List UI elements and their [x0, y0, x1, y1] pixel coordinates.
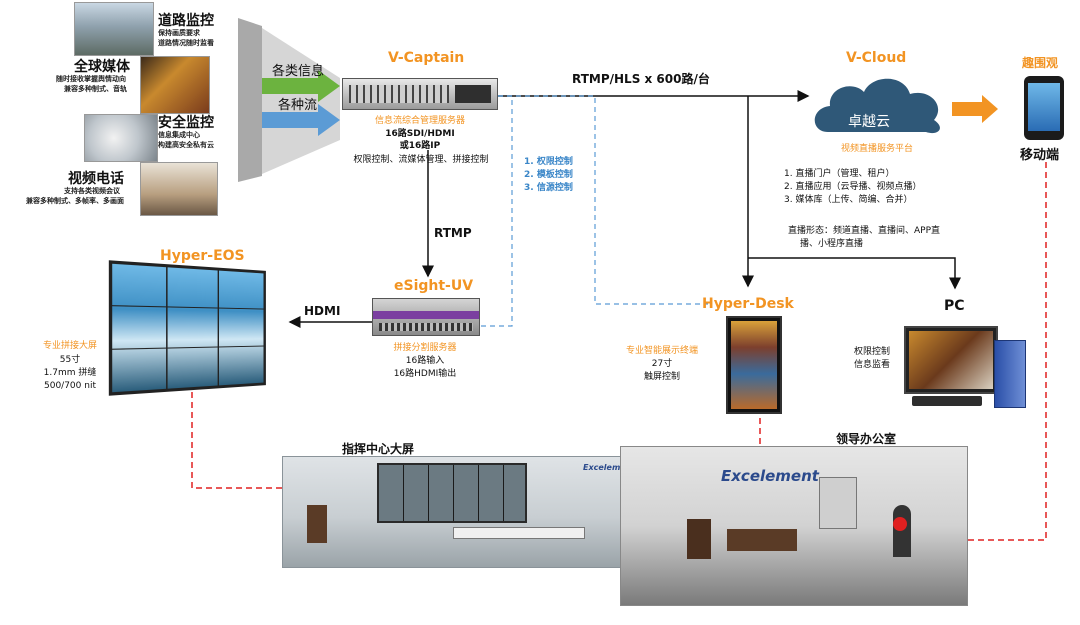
hypereos-subtitle: 专业拼接大屏 [42, 341, 97, 351]
cloud-text: 卓越云 [848, 114, 890, 130]
office-shelf [687, 519, 711, 559]
hyperdesk-title: Hyper-Desk [702, 296, 794, 312]
rtmp-label: RTMP [434, 226, 472, 240]
source-title-media: 全球媒体 [74, 59, 130, 75]
smartphone-icon [1024, 76, 1064, 140]
office-label: 领导办公室 [836, 432, 897, 446]
command-center-label: 指挥中心大屏 [342, 442, 415, 456]
esight-title: eSight-UV [394, 278, 474, 294]
control-item-3: 3. 信源控制 [524, 183, 573, 193]
hypereos-line-3: 500/700 nit [44, 381, 96, 391]
esight-device [372, 298, 480, 336]
esight-ports [379, 323, 473, 331]
hyperdesk-screen [731, 321, 777, 409]
red-dash-eos [191, 392, 448, 489]
hdmi-label: HDMI [304, 304, 341, 318]
office-door [819, 477, 857, 529]
vcloud-forms-1: 直播形态：频道直播、直播间、APP直 [788, 226, 941, 236]
office-person-marker [893, 517, 907, 531]
pc-keyboard [912, 396, 982, 406]
source-sub-media-2: 兼容多种制式、音轨 [64, 85, 127, 93]
mobile-label: 移动端 [1020, 148, 1060, 163]
source-sub-security-1: 信息集成中心 [158, 131, 200, 139]
office-person [893, 505, 911, 557]
funnel-arrow-blue [262, 104, 340, 136]
cloud-icon [814, 78, 940, 134]
pc-branch [748, 257, 961, 290]
source-sub-videocall-1: 支持各类视频会议 [64, 187, 120, 195]
funnel-label-stream: 各种流 [278, 98, 318, 113]
source-sub-videocall-2: 兼容多种制式、多帧率、多画面 [26, 197, 124, 205]
command-center-screens [379, 465, 525, 521]
vcaptain-line-1: 16路SDI/HDMI [385, 129, 455, 139]
source-sub-security-2: 构建高安全私有云 [158, 141, 214, 149]
office-room: Excelement [620, 446, 968, 606]
source-sub-media-1: 随时接收掌握舆情动向 [56, 75, 126, 83]
global-media-photo [140, 56, 210, 114]
video-wall-grid [112, 263, 264, 393]
vcloud-title: V-Cloud [846, 50, 907, 66]
esight-stripe [373, 311, 479, 319]
rtmp-hls-label: RTMP/HLS x 600路/台 [572, 72, 710, 86]
vcaptain-line-2: 或16路IP [399, 141, 441, 151]
control-dash-1 [478, 95, 513, 327]
phone-screen [1028, 83, 1060, 131]
command-center-desk [453, 527, 585, 539]
vcloud-forms-2: 播、小程序直播 [800, 239, 864, 249]
mobile-title: 趣围观 [1022, 56, 1059, 70]
vcloud-subtitle: 视频直播服务平台 [840, 144, 913, 154]
pc-line-2: 信息监看 [853, 360, 890, 370]
source-title-security: 安全监控 [158, 115, 214, 131]
vcloud-item-1: 1. 直播门户（管理、租户） [784, 169, 895, 179]
control-item-2: 2. 模板控制 [524, 170, 573, 180]
control-dash-2 [498, 95, 708, 305]
hyperdesk-subtitle: 专业智能展示终端 [625, 346, 698, 356]
command-center-room: Excelement [282, 456, 654, 568]
hypereos-line-1: 55寸 [59, 355, 81, 365]
vcaptain-subtitle: 信息流综合管理服务器 [374, 116, 465, 126]
source-title-videocall: 视频电话 [68, 171, 124, 187]
command-center-brand: Excelement [583, 463, 636, 472]
source-sub-road-2: 道路情况随时监看 [158, 39, 214, 47]
hypereos-title: Hyper-EOS [160, 248, 245, 264]
command-center-cabinet [307, 505, 327, 543]
vcaptain-line-3: 权限控制、流媒体管理、拼接控制 [353, 155, 489, 165]
hyperdesk-line-2: 触屏控制 [643, 372, 680, 382]
server-bay [349, 85, 449, 103]
video-call-photo [140, 162, 218, 216]
funnel-arrow-green [262, 70, 340, 102]
vcaptain-server [342, 78, 498, 110]
hypereos-line-2: 1.7mm 拼缝 [43, 368, 97, 378]
pc-line-1: 权限控制 [853, 347, 890, 357]
pc-tower [994, 340, 1026, 408]
video-wall [108, 260, 266, 396]
road-monitor-photo [74, 2, 154, 56]
security-photo [84, 114, 158, 162]
orange-arrow [952, 95, 998, 123]
vcaptain-title: V-Captain [388, 50, 465, 66]
funnel-shape [238, 18, 262, 182]
pc-monitor [904, 326, 998, 394]
source-title-road: 道路监控 [158, 13, 214, 29]
hyperdesk-line-1: 27寸 [651, 359, 673, 369]
office-brand: Excelement [721, 467, 819, 485]
esight-line-1: 16路输入 [405, 356, 445, 366]
vcloud-item-2: 2. 直播应用（云导播、视频点播） [784, 182, 922, 192]
esight-line-2: 16路HDMI输出 [393, 369, 457, 379]
command-center-wall [377, 463, 527, 523]
vcloud-item-3: 3. 媒体库（上传、简编、合并） [784, 195, 913, 205]
pc-title: PC [944, 298, 965, 314]
hyperdesk-terminal [726, 316, 782, 414]
pc-screen [909, 331, 993, 389]
office-desk [727, 529, 797, 551]
server-panel [455, 85, 491, 103]
funnel-body [262, 28, 340, 174]
control-item-1: 1. 权限控制 [524, 157, 573, 167]
source-sub-road-1: 保持画质要求 [158, 29, 200, 37]
esight-subtitle: 拼接分割服务器 [393, 343, 457, 353]
funnel-label-info: 各类信息 [272, 64, 325, 79]
